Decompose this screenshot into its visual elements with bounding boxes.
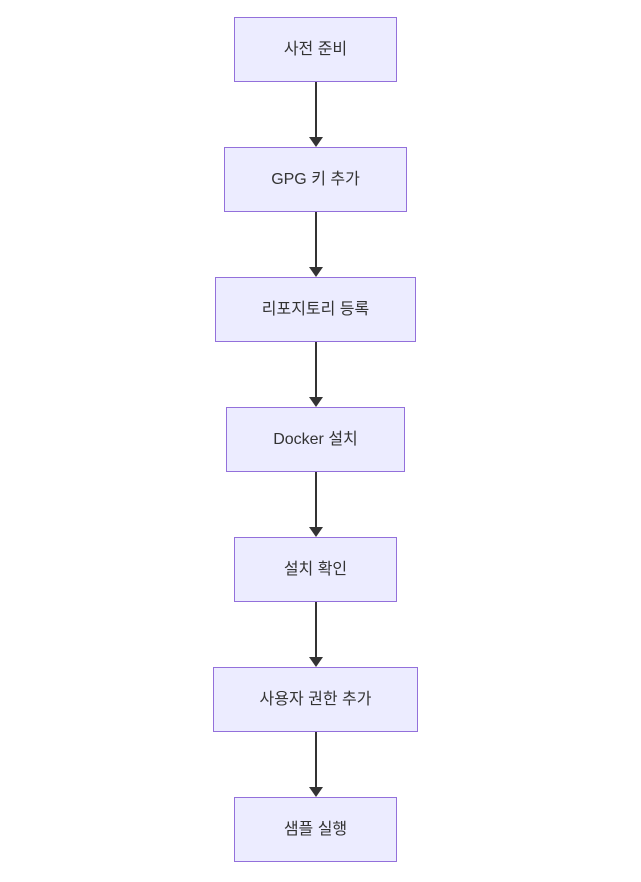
flowchart-column: 사전 준비 GPG 키 추가 리포지토리 등록 Docker 설치 — [0, 17, 636, 862]
node-label: 사용자 권한 추가 — [259, 690, 372, 708]
arrowhead-down-icon — [308, 787, 323, 797]
arrow-line — [314, 602, 317, 657]
edge-arrow — [308, 472, 323, 537]
flow-node-user-permission-add: 사용자 권한 추가 — [212, 667, 419, 732]
arrowhead-down-icon — [308, 137, 323, 147]
node-label: 리포지토리 등록 — [261, 300, 370, 318]
arrow-line — [314, 342, 317, 397]
arrowhead-down-icon — [308, 527, 323, 537]
arrow-line — [314, 472, 317, 527]
flow-node-docker-install: Docker 설치 — [226, 407, 405, 472]
flow-node-preparation: 사전 준비 — [234, 17, 397, 82]
edge-arrow — [308, 212, 323, 277]
node-label: Docker 설치 — [273, 430, 358, 448]
node-label: 설치 확인 — [283, 560, 348, 578]
edge-arrow — [308, 342, 323, 407]
arrow-line — [314, 82, 317, 137]
edge-arrow — [308, 732, 323, 797]
node-label: 사전 준비 — [283, 40, 348, 58]
arrow-line — [314, 732, 317, 787]
flow-node-sample-run: 샘플 실행 — [234, 797, 397, 862]
flow-node-repository-register: 리포지토리 등록 — [214, 277, 417, 342]
edge-arrow — [308, 602, 323, 667]
arrowhead-down-icon — [308, 397, 323, 407]
arrow-line — [314, 212, 317, 267]
flow-node-gpg-key-add: GPG 키 추가 — [224, 147, 407, 212]
node-label: GPG 키 추가 — [271, 170, 360, 188]
edge-arrow — [308, 82, 323, 147]
arrowhead-down-icon — [308, 267, 323, 277]
flow-node-install-verify: 설치 확인 — [234, 537, 397, 602]
node-label: 샘플 실행 — [283, 820, 348, 838]
arrowhead-down-icon — [308, 657, 323, 667]
